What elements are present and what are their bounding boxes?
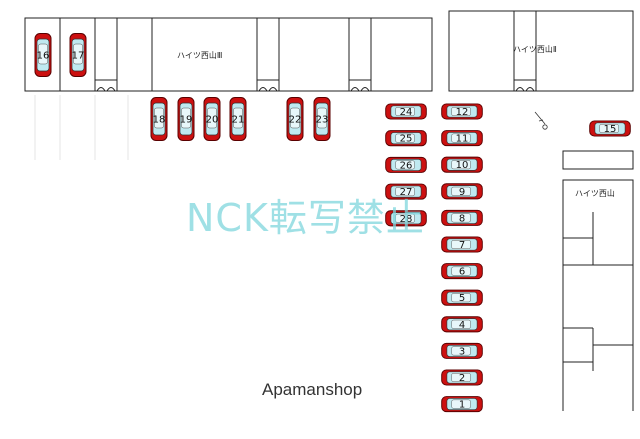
space-number: 2 [459, 373, 465, 384]
space-number: 28 [400, 214, 413, 225]
building-label-heights-3: ハイツ西山Ⅲ [177, 50, 222, 60]
space-number: 26 [400, 160, 413, 171]
parking-space-22: 22 [286, 97, 304, 141]
parking-space-7: 7 [441, 236, 483, 253]
building-heights-3 [24, 17, 433, 92]
space-number: 23 [316, 115, 329, 126]
parking-space-27: 27 [385, 183, 427, 200]
space-number: 7 [459, 240, 465, 251]
parking-space-6: 6 [441, 263, 483, 280]
parking-space-9: 9 [441, 183, 483, 200]
space-number: 3 [459, 346, 465, 357]
parking-space-25: 25 [385, 130, 427, 147]
parking-space-18: 18 [150, 97, 168, 141]
parking-space-11: 11 [441, 130, 483, 147]
space-number: 1 [459, 400, 465, 411]
parking-space-12: 12 [441, 103, 483, 120]
parking-space-5: 5 [441, 289, 483, 306]
building-label-heights-1: ハイツ西山 [575, 188, 615, 198]
space-number: 24 [400, 107, 413, 118]
building-label-heights-2: ハイツ西山Ⅱ [513, 44, 557, 54]
space-number: 12 [456, 107, 469, 118]
parking-space-19: 19 [177, 97, 195, 141]
space-number: 15 [604, 124, 617, 135]
space-number: 27 [400, 187, 413, 198]
parking-space-16: 16 [34, 33, 52, 77]
parking-space-15: 15 [589, 120, 631, 137]
space-number: 5 [459, 293, 465, 304]
space-number: 16 [37, 51, 50, 62]
entrance-marker-icon [534, 111, 548, 130]
parking-space-23: 23 [313, 97, 331, 141]
parking-space-10: 10 [441, 156, 483, 173]
parking-space-21: 21 [229, 97, 247, 141]
space-number: 11 [456, 134, 469, 145]
space-number: 18 [153, 115, 166, 126]
space-number: 8 [459, 213, 465, 224]
parking-space-17: 17 [69, 33, 87, 77]
parking-space-1: 1 [441, 396, 483, 413]
space-number: 22 [289, 115, 302, 126]
parking-space-24: 24 [385, 103, 427, 120]
watermark-text: NCK転写禁止 [186, 196, 425, 240]
space-number: 25 [400, 134, 413, 145]
building-heights-1 [562, 150, 634, 411]
space-number: 9 [459, 187, 465, 198]
space-number: 21 [232, 115, 245, 126]
space-number: 4 [459, 320, 465, 331]
space-number: 20 [206, 115, 219, 126]
space-number: 17 [72, 51, 85, 62]
parking-space-4: 4 [441, 316, 483, 333]
credit-text: Apamanshop [262, 380, 362, 399]
parking-space-20: 20 [203, 97, 221, 141]
parking-stall-lines [34, 95, 129, 160]
parking-space-3: 3 [441, 342, 483, 359]
parking-space-8: 8 [441, 209, 483, 226]
space-number: 19 [180, 115, 193, 126]
parking-space-2: 2 [441, 369, 483, 386]
space-number: 6 [459, 267, 465, 278]
space-number: 10 [456, 160, 469, 171]
parking-space-28: 28 [385, 210, 427, 227]
parking-space-26: 26 [385, 156, 427, 173]
building-heights-2 [448, 10, 634, 92]
